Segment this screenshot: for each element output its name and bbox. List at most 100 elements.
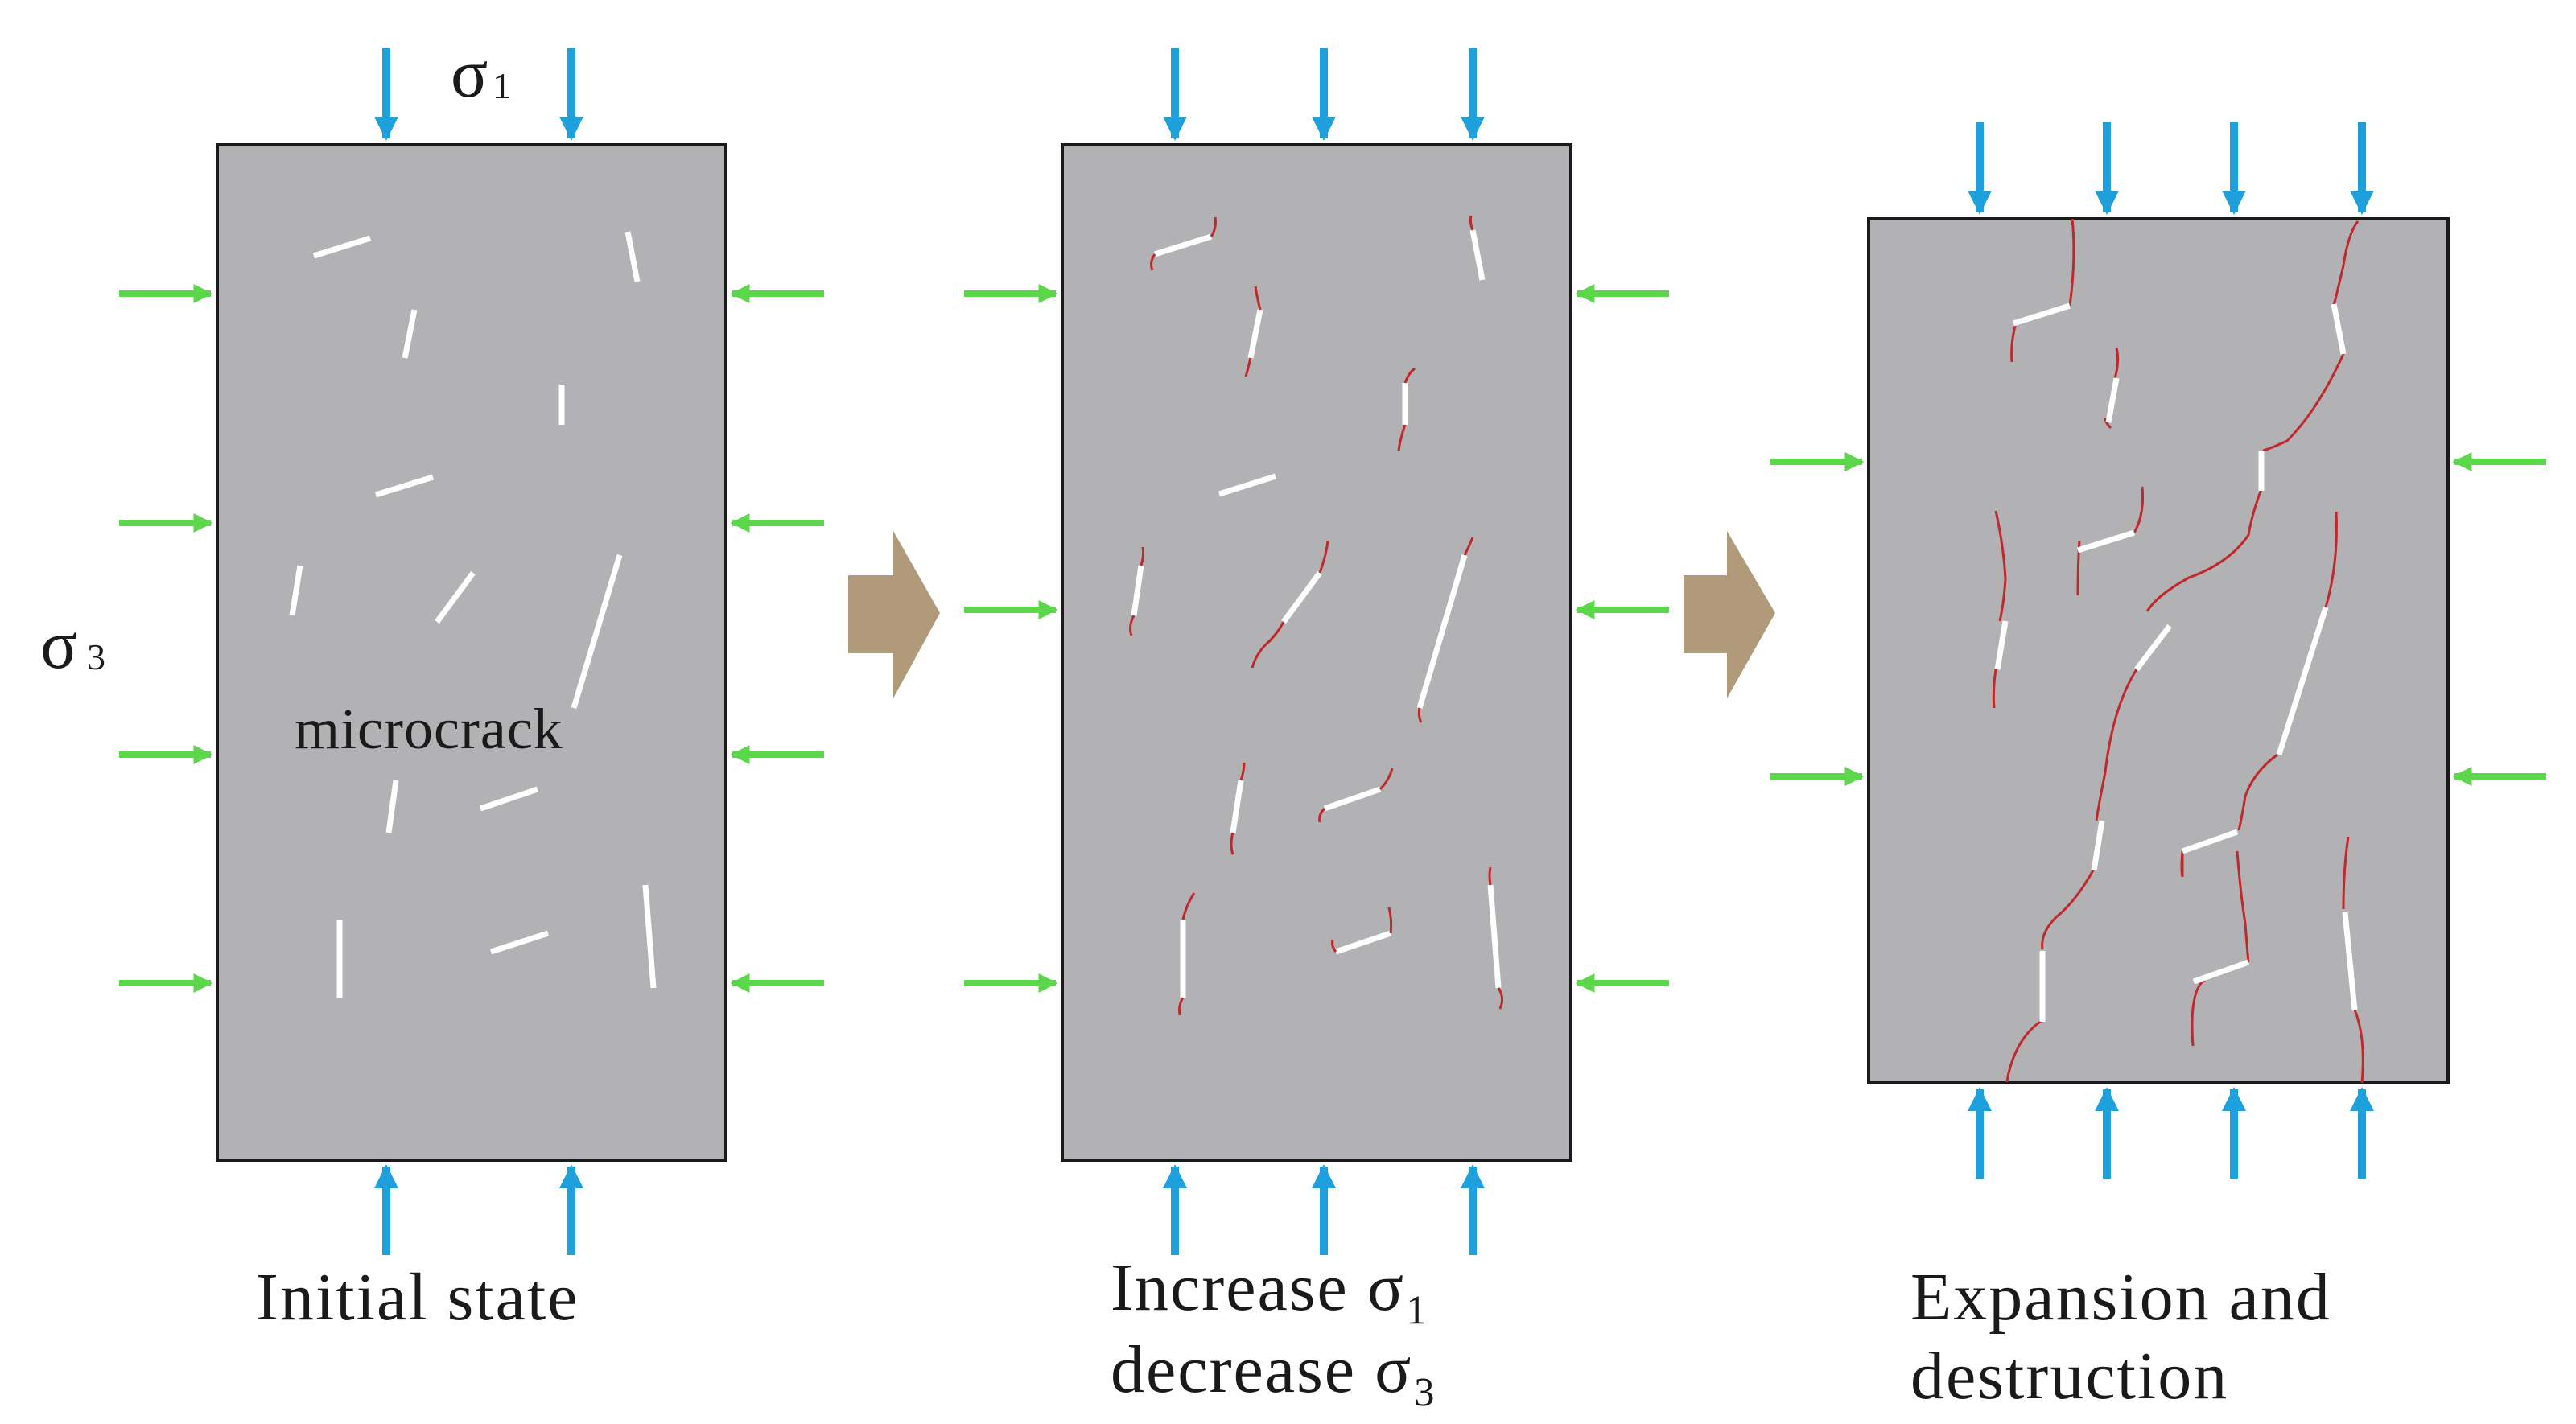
microcrack <box>1469 229 1486 281</box>
microcrack <box>489 930 550 955</box>
microcrack <box>1416 554 1468 709</box>
microcrack <box>2091 820 2105 871</box>
panel-caption-line-2: destruction <box>1910 1339 2228 1414</box>
lateral-load-arrows-right <box>1575 284 1669 993</box>
microcrack <box>1994 620 2009 670</box>
microcrack <box>2276 606 2329 756</box>
crack-tip <box>1254 286 1262 311</box>
crack-tip <box>1129 615 1136 636</box>
microcrack <box>402 309 418 359</box>
crack-tip <box>1251 621 1285 669</box>
lateral-load-arrows-left <box>1770 452 1865 786</box>
fracture <box>2076 540 2081 596</box>
microcrack <box>2181 829 2239 854</box>
microcrack <box>1281 570 1322 624</box>
crack-tip <box>1244 357 1252 377</box>
crack-tip <box>1417 707 1423 723</box>
crack-tip <box>1140 546 1145 566</box>
crack-tip <box>1318 540 1329 574</box>
fracture <box>2353 1009 2364 1084</box>
specimen-block <box>216 143 727 1162</box>
sigma3-subscript: 3 <box>87 636 105 677</box>
lateral-load-arrows-left <box>119 284 213 993</box>
crack-tip <box>1403 367 1416 384</box>
microcrack <box>385 780 399 833</box>
microcrack <box>1218 473 1277 497</box>
fracture <box>2324 511 2338 608</box>
fracture <box>1994 510 2007 622</box>
fracture <box>2332 220 2360 307</box>
microcrack <box>1334 930 1392 955</box>
crack-tip <box>1397 424 1407 451</box>
axial-load-arrows-bottom <box>1968 1087 2374 1179</box>
microcrack <box>374 474 435 498</box>
microcrack <box>2076 529 2136 554</box>
microcrack <box>1323 786 1382 812</box>
lateral-load-arrows-right <box>2452 452 2546 786</box>
axial-load-arrows-top <box>374 48 583 141</box>
microcrack <box>2342 912 2358 1011</box>
fracture <box>2113 347 2120 379</box>
crack-tip <box>1150 253 1156 271</box>
fracture <box>2145 488 2263 612</box>
block-arrow-right-icon <box>1684 531 1775 698</box>
microcrack <box>2331 303 2347 355</box>
fracture <box>2005 1019 2043 1083</box>
fracture <box>2104 418 2112 430</box>
crack-tip <box>1181 892 1196 920</box>
sigma1-label: σ <box>451 35 488 112</box>
microcrack <box>624 231 641 282</box>
microcrack <box>571 554 623 710</box>
crack-tip <box>1318 807 1326 823</box>
microcracks <box>1994 302 2358 1022</box>
microcrack <box>1153 233 1213 257</box>
panel-expansion-destruction: Expansion and destruction <box>1770 122 2546 1414</box>
sigma3-label: σ <box>40 606 77 683</box>
microcrack <box>312 235 372 259</box>
fracture <box>1992 669 1997 709</box>
lateral-load-arrows-left <box>964 284 1058 993</box>
fracture-network <box>1992 218 2364 1084</box>
crack-tip <box>1178 997 1185 1016</box>
fracture <box>2342 836 2350 910</box>
microcrack <box>2012 302 2071 327</box>
crack-tip <box>1210 216 1217 237</box>
panel-increase-sigma1: Increase σ₁ decrease σ₃ <box>964 48 1669 1407</box>
microcrack <box>1247 309 1263 359</box>
block-arrow-right-icon <box>848 531 940 698</box>
crack-tip <box>1463 537 1474 556</box>
axial-load-arrows-top <box>1163 48 1485 141</box>
sigma1-subscript: 1 <box>493 65 511 106</box>
fracture <box>2237 753 2278 831</box>
fracture <box>2191 978 2206 1047</box>
crack-tip <box>1331 939 1337 953</box>
fracture <box>2133 486 2144 533</box>
panel-caption-line-1: Expansion and <box>1910 1260 2331 1335</box>
microcrack <box>2105 377 2120 423</box>
microcrack <box>479 786 539 812</box>
crack-tip <box>1469 215 1474 231</box>
specimen-block <box>1867 217 2450 1084</box>
fracture <box>2068 218 2075 307</box>
microcrack-label: microcrack <box>295 697 563 761</box>
microcrack <box>1131 565 1144 616</box>
crack-tip <box>1239 762 1246 781</box>
axial-load-arrows-bottom <box>1163 1164 1485 1255</box>
fracture <box>2041 868 2096 950</box>
fracture <box>2262 353 2345 452</box>
panel-caption-line-1: Increase σ₁ <box>1111 1250 1430 1325</box>
microcrack <box>289 565 303 616</box>
axial-load-arrows-top <box>1968 122 2374 215</box>
panel-initial-state: σ 1 σ 3 microcrack Initial state <box>40 35 824 1335</box>
microcracks <box>289 231 657 998</box>
panel-caption-line-2: decrease σ₃ <box>1111 1332 1438 1407</box>
microcracks <box>1131 229 1502 998</box>
microcrack <box>435 570 476 624</box>
fracture <box>2095 669 2138 821</box>
microcrack <box>2134 624 2172 672</box>
specimen-block <box>1061 143 1572 1162</box>
microcrack <box>1487 884 1502 989</box>
propagated-crack-tips <box>1129 215 1504 1016</box>
crack-tip <box>1387 907 1393 934</box>
